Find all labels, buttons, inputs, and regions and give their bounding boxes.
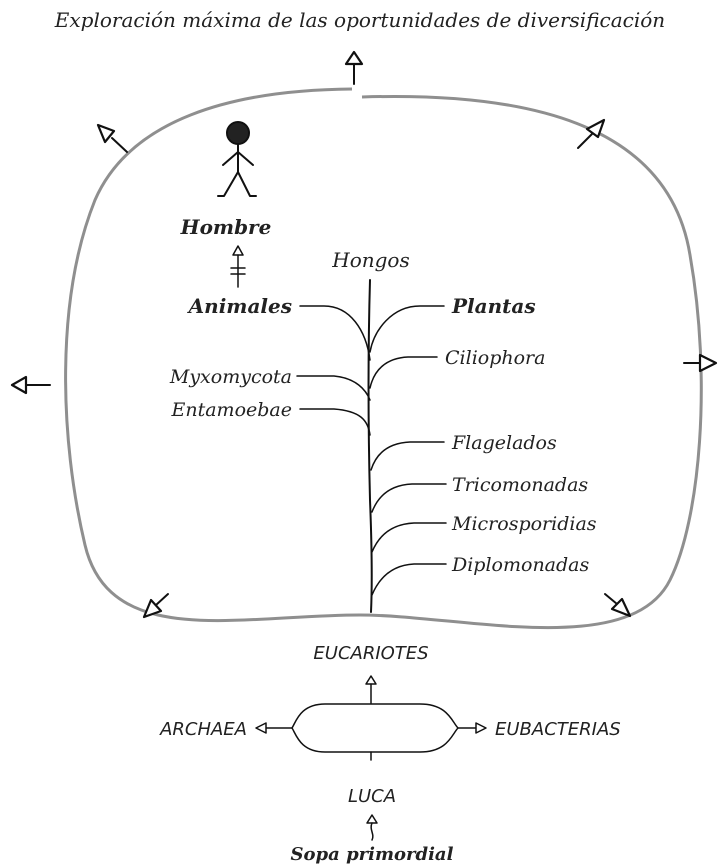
- branch-plantas: [369, 305, 445, 353]
- label-entamoebae: Entamoebae: [170, 399, 292, 421]
- eucariotes-arrow-icon: [365, 675, 377, 704]
- label-plantas: Plantas: [451, 294, 536, 318]
- branch-ciliophora: [369, 356, 438, 389]
- label-ciliophora: Ciliophora: [445, 347, 545, 369]
- prokaryote-split: [291, 703, 459, 753]
- branch-myxomycota: [296, 375, 371, 401]
- label-myxomycota: Myxomycota: [169, 366, 292, 388]
- branch-animales: [299, 305, 371, 361]
- top-arrow-icon: [344, 50, 364, 85]
- label-flagelados: Flagelados: [451, 432, 557, 454]
- label-hombre: Hombre: [180, 215, 272, 239]
- branch-diplomonadas: [371, 563, 447, 596]
- label-archaea: ARCHAEA: [159, 719, 247, 740]
- left-arrow-icon: [10, 375, 51, 395]
- luca-arrow-icon: [366, 814, 378, 841]
- small-up-arrow-icon: [230, 245, 246, 288]
- label-eucariotes: EUCARIOTES: [313, 643, 428, 664]
- branch-microsporidias: [371, 522, 447, 553]
- label-hongos: Hongos: [331, 248, 409, 272]
- label-tricomonadas: Tricomonadas: [452, 474, 588, 496]
- label-eubacterias: EUBACTERIAS: [495, 719, 621, 740]
- top-right-arrow-icon: [577, 118, 606, 149]
- label-sopa-primordial: Sopa primordial: [291, 844, 454, 865]
- tree-trunk: [367, 279, 373, 613]
- bottom-left-arrow-icon: [142, 593, 169, 619]
- bottom-right-arrow-icon: [604, 593, 632, 618]
- label-diplomonadas: Diplomonadas: [451, 554, 589, 576]
- branch-entamoebae: [299, 408, 371, 436]
- eubacterias-arrow-icon: [457, 722, 487, 734]
- label-animales: Animales: [187, 294, 292, 318]
- branch-tricomonadas: [371, 483, 447, 513]
- top-left-arrow-icon: [96, 123, 128, 153]
- diagram-title: Exploración máxima de las oportunidades …: [54, 8, 665, 32]
- archaea-arrow-icon: [255, 722, 293, 734]
- branch-flagelados: [370, 441, 445, 471]
- stick-figure-icon: [217, 121, 257, 197]
- right-arrow-icon: [683, 353, 718, 373]
- label-microsporidias: Microsporidias: [451, 513, 597, 535]
- label-luca: LUCA: [348, 786, 396, 807]
- diversification-boundary: [64, 87, 703, 630]
